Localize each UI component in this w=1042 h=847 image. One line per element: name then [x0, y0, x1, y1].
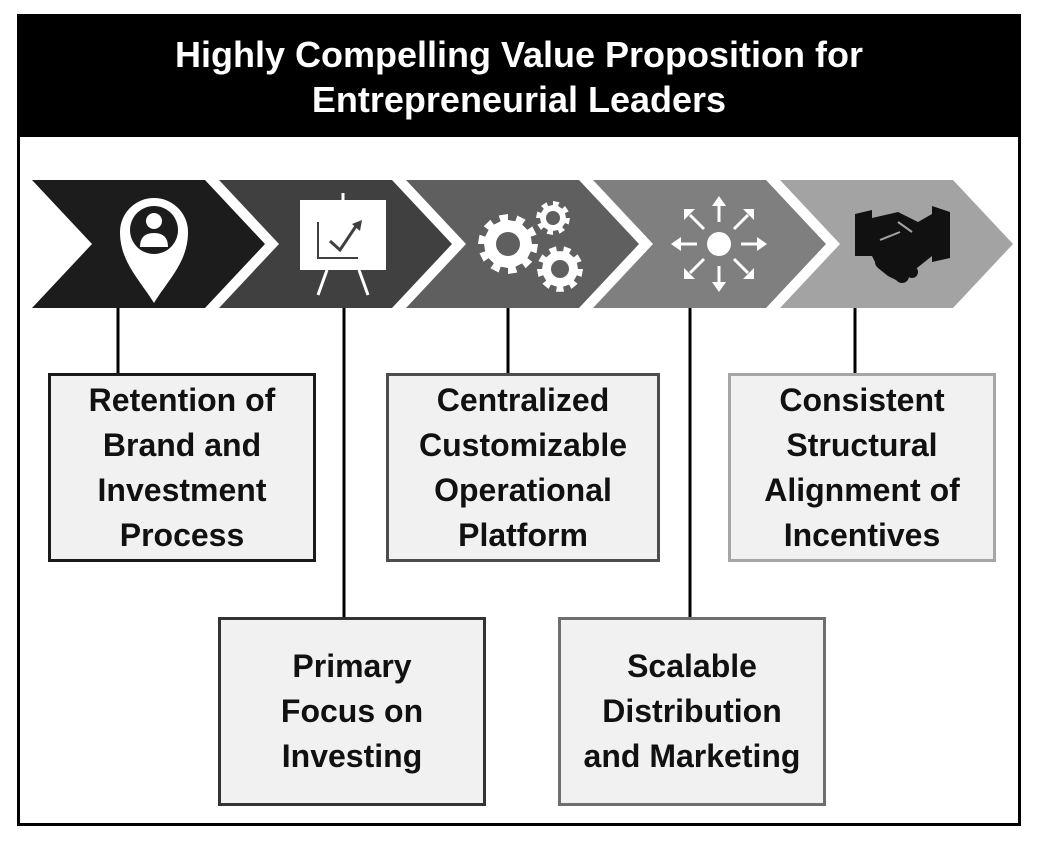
- gears-icon: [478, 201, 583, 292]
- label-stage-5: Consistent Structural Alignment of Incen…: [764, 381, 960, 553]
- label-box-stage-4: Scalable Distribution and Marketing: [558, 617, 826, 806]
- label-stage-4: Scalable Distribution and Marketing: [583, 648, 801, 774]
- gear-hole: [551, 260, 569, 278]
- label-stage-1: Retention of Brand and Investment Proces…: [88, 381, 276, 553]
- gear-hole: [496, 232, 520, 256]
- handshake-icon: [855, 206, 950, 283]
- location-pin-person-icon: [120, 198, 188, 303]
- arrows-expand-icon: [671, 196, 767, 292]
- label-box-stage-2: Primary Focus on Investing: [218, 617, 486, 806]
- diagram-title: Highly Compelling Value Proposition for …: [174, 34, 864, 120]
- label-stage-3: Centralized Customizable Operational Pla…: [418, 381, 628, 553]
- label-stage-2: Primary Focus on Investing: [280, 648, 424, 774]
- label-box-stage-5: Consistent Structural Alignment of Incen…: [728, 373, 996, 562]
- presentation-chart-icon: [300, 193, 386, 296]
- gear-hole: [546, 211, 560, 225]
- label-box-stage-1: Retention of Brand and Investment Proces…: [48, 373, 316, 562]
- label-box-stage-3: Centralized Customizable Operational Pla…: [386, 373, 660, 562]
- title-bar: Highly Compelling Value Proposition for …: [20, 17, 1018, 137]
